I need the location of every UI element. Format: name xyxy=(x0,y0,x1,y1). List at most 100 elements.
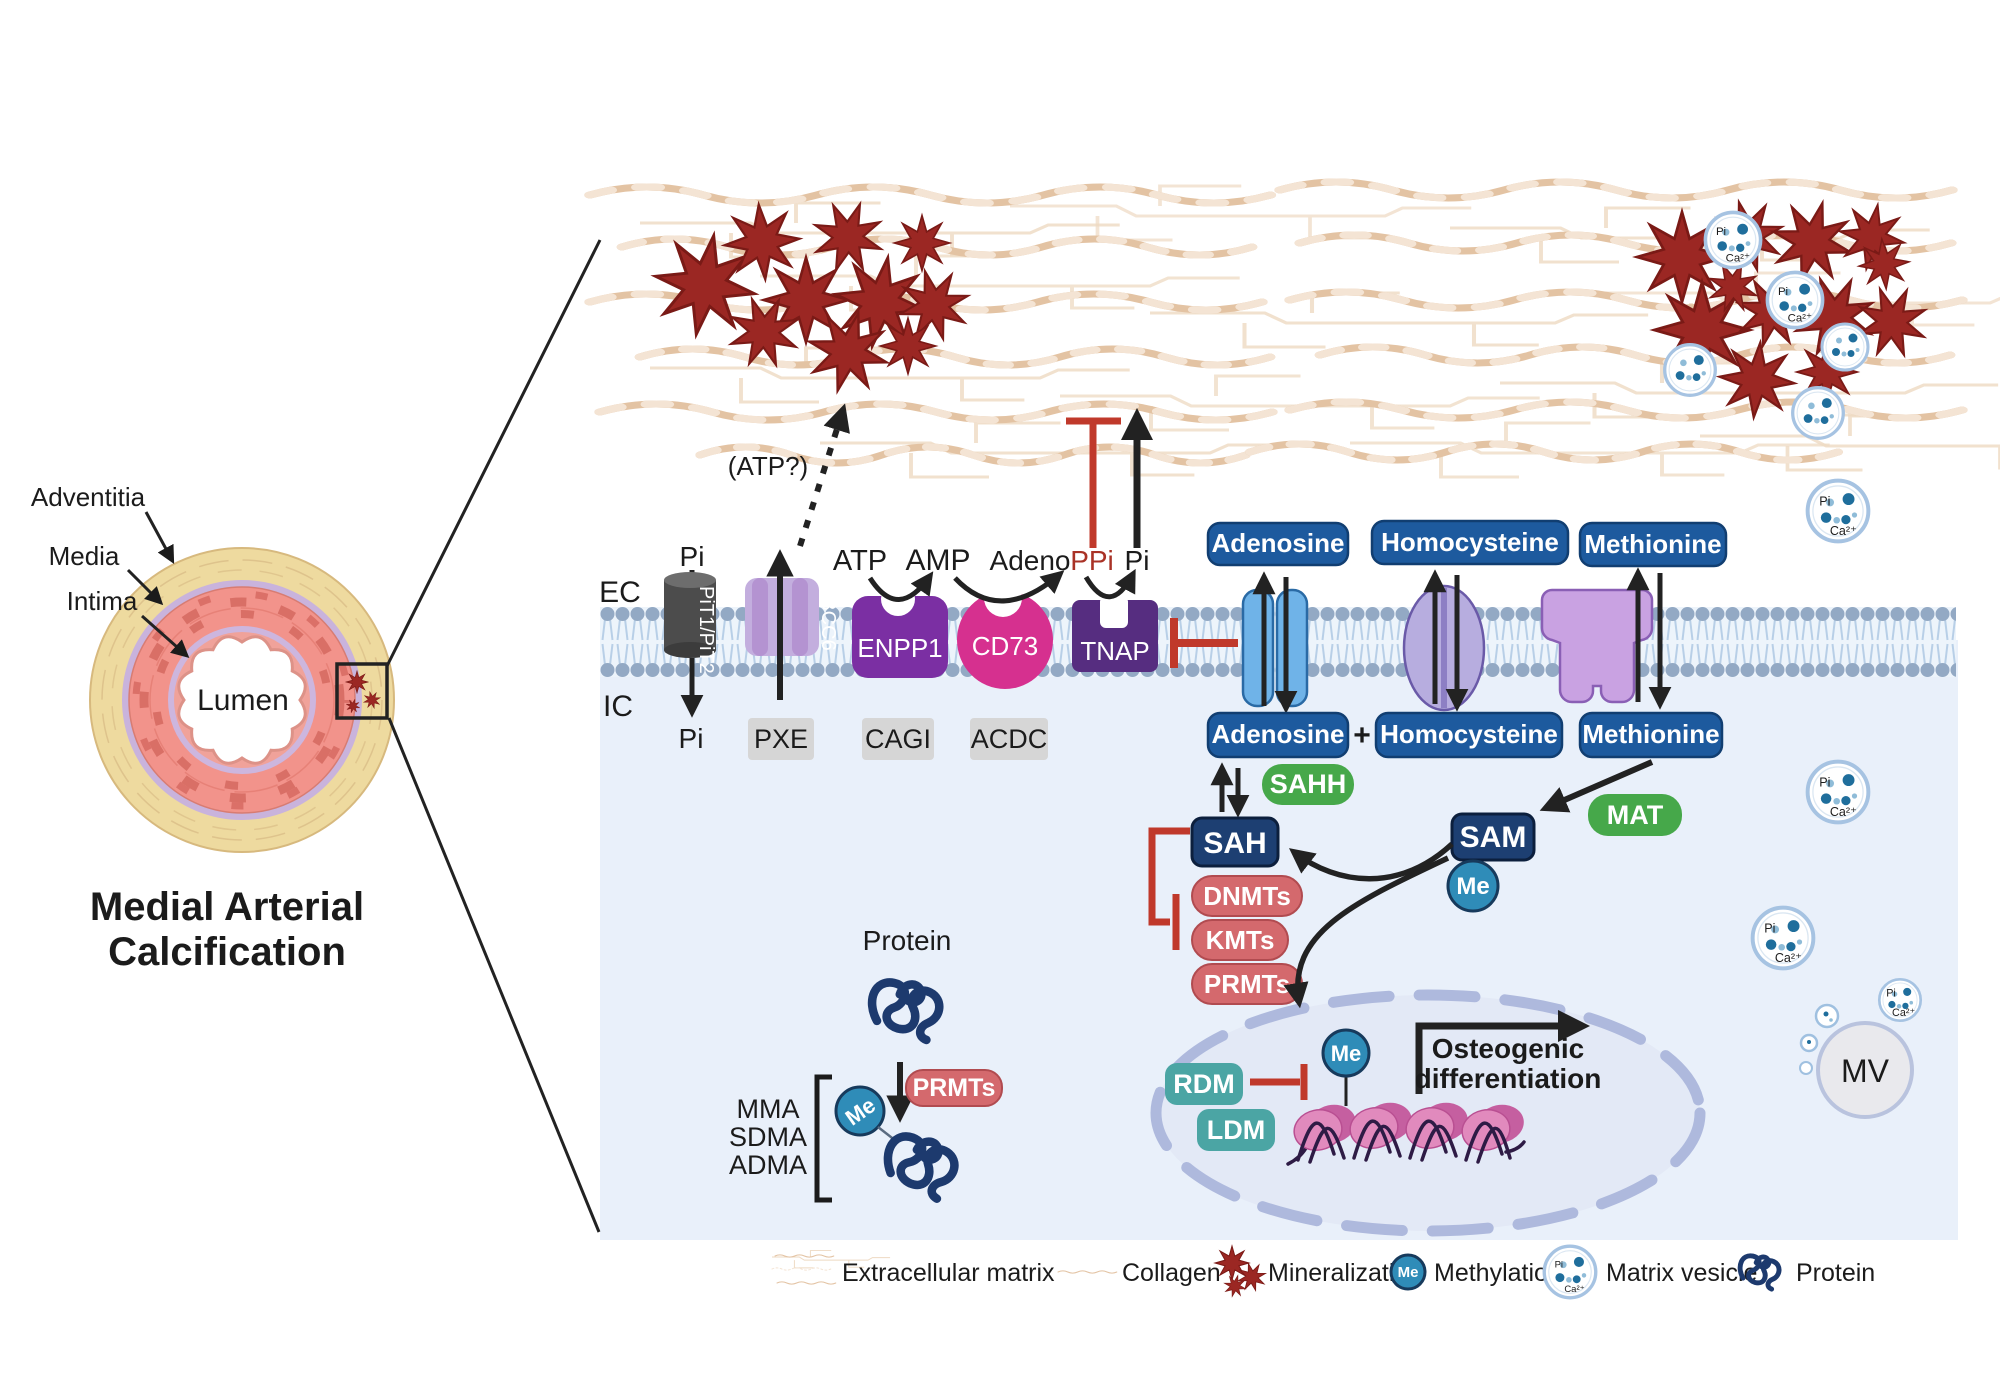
svg-text:Pi: Pi xyxy=(1764,922,1775,936)
histones xyxy=(1286,1076,1526,1166)
histone-methyl-group: Me xyxy=(1321,1028,1371,1078)
amp-label: AMP xyxy=(905,544,970,577)
pi-intracellular-label: Pi xyxy=(679,723,704,754)
zoom-region-box xyxy=(335,662,389,720)
svg-text:Ca²⁺: Ca²⁺ xyxy=(1830,524,1857,538)
matrix-vesicle: Pi Ca²⁺ xyxy=(1703,210,1763,270)
svg-text:SAM: SAM xyxy=(1460,821,1527,854)
methionine-badge-extracellular: Methionine xyxy=(1578,521,1728,568)
legend-methylation-icon: Me xyxy=(1389,1253,1427,1291)
zoom-connector-bottom xyxy=(387,717,601,1233)
svg-text:Methionine: Methionine xyxy=(1582,719,1719,749)
protein-methyl-group: Me xyxy=(834,1085,897,1142)
protein-label: Protein xyxy=(863,925,952,956)
adventitia-label: Adventitia xyxy=(31,482,146,512)
legend: Extracellular matrix Collagen Mineraliza… xyxy=(771,1244,1875,1302)
sam-to-nucleus-arrow xyxy=(1283,855,1450,1009)
title-line1: Medial Arterial xyxy=(90,885,364,929)
svg-text:Pi: Pi xyxy=(1886,987,1896,999)
svg-text:Pi: Pi xyxy=(1555,1260,1563,1271)
enpp1-enzyme: ENPP1 CAGI xyxy=(852,582,948,760)
sah-inhibition-elbow xyxy=(1148,827,1190,950)
svg-text:SAH: SAH xyxy=(1203,827,1266,860)
methylation-types-bracket xyxy=(814,1074,832,1203)
atp-query-label: (ATP?) xyxy=(728,451,808,481)
matrix-vesicle: Pi Ca²⁺ xyxy=(1750,905,1816,971)
dnmts-enzyme: DNMTs xyxy=(1191,875,1303,917)
rdm-enzyme: RDM xyxy=(1165,1063,1243,1105)
enpp1-label: ENPP1 xyxy=(857,633,942,663)
pi-extracellular-label: Pi xyxy=(680,541,705,572)
svg-text:Me: Me xyxy=(1456,873,1489,900)
svg-text:Me: Me xyxy=(1398,1264,1419,1281)
svg-text:Adenosine: Adenosine xyxy=(1212,719,1345,749)
title-line2: Calcification xyxy=(108,930,346,974)
vesicle-pi-label: Pi xyxy=(1716,226,1726,238)
adenosine-transporter xyxy=(1241,571,1309,714)
methionine-badge-intracellular: Methionine xyxy=(1578,711,1724,759)
lumen xyxy=(177,635,307,765)
cd73-enzyme: CD73 ACDC xyxy=(957,579,1053,760)
protein-methylation-panel: Protein PRMTs Me MMA SDMA ADMA xyxy=(729,925,1003,1203)
legend-methylation-label: Methylation xyxy=(1434,1259,1562,1287)
legend-matrix-vesicle-label: Matrix vesicle xyxy=(1606,1259,1757,1287)
legend-ecm-label: Extracellular matrix xyxy=(842,1259,1055,1287)
diagram-title: Medial Arterial Calcification xyxy=(90,885,364,974)
amp-to-adeno-arrow xyxy=(953,570,1065,604)
methionine-transporter xyxy=(1540,567,1672,710)
pi-released-label: Pi xyxy=(1125,545,1150,576)
svg-text:Ca²⁺: Ca²⁺ xyxy=(1830,805,1857,819)
intracellular-label: IC xyxy=(603,690,633,723)
kmts-enzyme: KMTs xyxy=(1191,919,1289,961)
legend-protein-label: Protein xyxy=(1796,1259,1875,1287)
matrix-vesicle xyxy=(1820,322,1870,372)
legend-mineralization-icon xyxy=(1214,1245,1272,1302)
mineralization-cluster-right: Pi Ca²⁺ Pi Ca²⁺ xyxy=(1633,186,1940,440)
ldm-enzyme: LDM xyxy=(1197,1109,1275,1151)
sdma-label: SDMA xyxy=(729,1122,807,1152)
matrix-vesicle xyxy=(1663,343,1717,397)
svg-text:Ca²⁺: Ca²⁺ xyxy=(1892,1007,1915,1019)
svg-text:Homocysteine: Homocysteine xyxy=(1381,527,1559,557)
svg-text:SAHH: SAHH xyxy=(1270,769,1347,799)
svg-text:PRMTs: PRMTs xyxy=(1204,969,1290,999)
legend-matrix-vesicle-icon: Pi Ca²⁺ xyxy=(1542,1244,1598,1300)
sam-node: SAM xyxy=(1450,812,1536,862)
matrix-vesicle: Pi Ca²⁺ xyxy=(1805,759,1871,825)
abcc6-transporter: ABCC6 PXE xyxy=(745,549,839,760)
sah-node: SAH xyxy=(1190,816,1280,868)
mv-matrix-vesicle-budding: Pi Ca²⁺ MV xyxy=(1799,977,1923,1119)
vesicle-ca-label: Ca²⁺ xyxy=(1726,253,1750,265)
zoom-connector-top xyxy=(385,239,602,667)
ppi-to-pi-arrow xyxy=(1083,568,1136,600)
intima-label: Intima xyxy=(67,586,138,616)
prmts-enzyme-protein: PRMTs xyxy=(905,1069,1003,1107)
pit-label: PiT1/PiT2 xyxy=(695,586,717,674)
mma-label: MMA xyxy=(737,1094,800,1124)
adenosine-badge-intracellular: Adenosine xyxy=(1206,711,1350,759)
svg-text:Methionine: Methionine xyxy=(1584,529,1721,559)
sam-methyl-group: Me xyxy=(1446,859,1500,913)
svg-text:differentiation: differentiation xyxy=(1415,1063,1602,1094)
media-label: Media xyxy=(49,541,120,571)
sahh-enzyme: SAHH xyxy=(1262,764,1354,805)
legend-collagen-label: Collagen xyxy=(1122,1259,1221,1287)
mat-enzyme: MAT xyxy=(1588,794,1682,836)
pxe-label: PXE xyxy=(754,724,808,754)
matrix-vesicle xyxy=(1791,386,1845,440)
homocysteine-badge-extracellular: Homocysteine xyxy=(1370,519,1570,566)
ppi-label: PPi xyxy=(1070,545,1114,576)
mv-label: MV xyxy=(1841,1053,1890,1089)
svg-text:PRMTs: PRMTs xyxy=(913,1074,996,1102)
tnap-enzyme: TNAP xyxy=(1072,596,1158,672)
adenosine-tnap-inhibition xyxy=(1170,618,1238,668)
rdm-inhibition-bar xyxy=(1250,1064,1308,1100)
svg-text:Me: Me xyxy=(1331,1041,1362,1066)
svg-text:Ca²⁺: Ca²⁺ xyxy=(1788,313,1812,325)
abcc6-label: ABCC6 xyxy=(817,584,839,651)
lumen-label: Lumen xyxy=(197,684,289,717)
matrix-vesicle: Pi Ca²⁺ xyxy=(1805,478,1871,544)
cagi-label: CAGI xyxy=(865,724,931,754)
